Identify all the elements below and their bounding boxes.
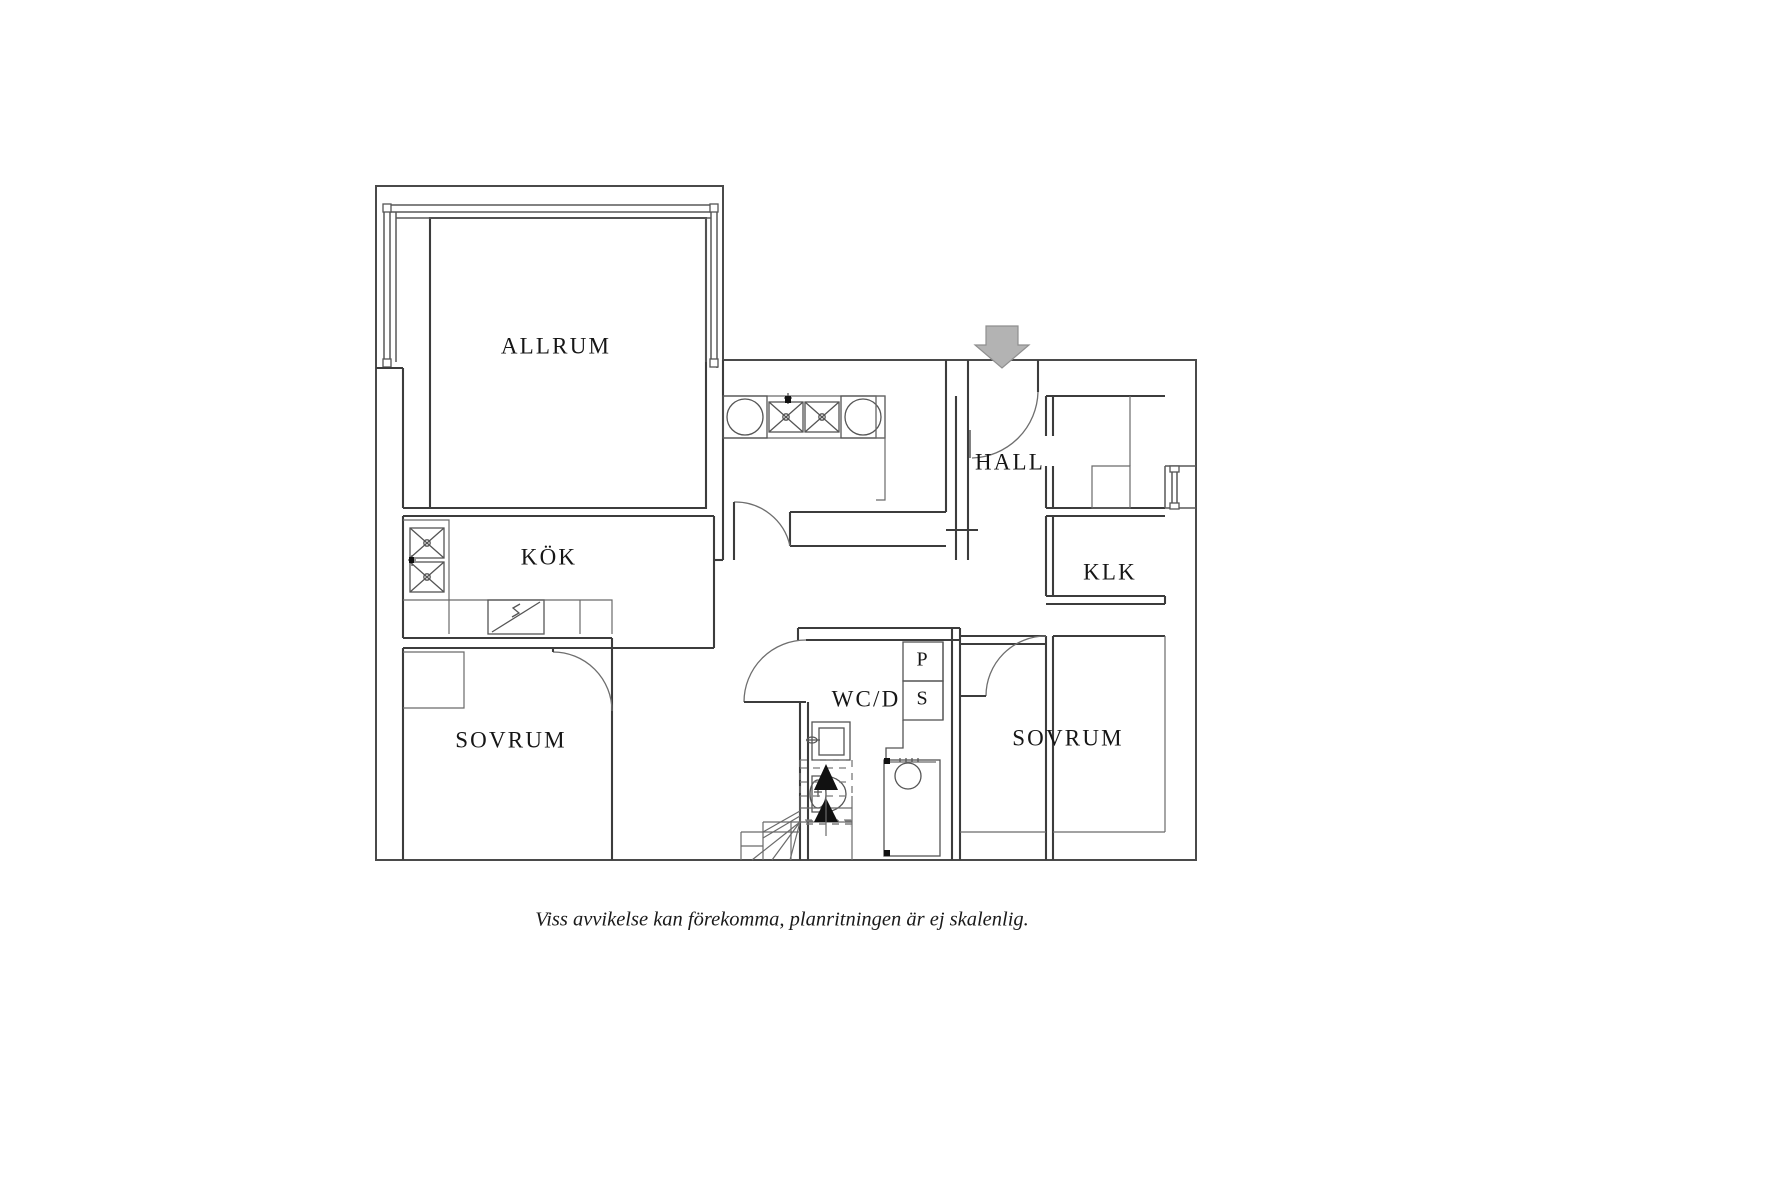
staircase-icon bbox=[740, 759, 853, 861]
label-klk: KLK bbox=[1083, 559, 1137, 584]
laundry-area bbox=[714, 360, 948, 562]
label-kok: KÖK bbox=[521, 544, 577, 569]
room-kok bbox=[401, 514, 716, 650]
entrance-arrow-icon bbox=[973, 325, 1031, 369]
stair-treads-dashed bbox=[801, 823, 852, 825]
room-hall bbox=[946, 325, 1196, 560]
label-hall: HALL bbox=[975, 449, 1045, 474]
double-sink-icon bbox=[408, 527, 445, 593]
washing-machine-icon bbox=[722, 395, 768, 439]
stove-hob-icon bbox=[487, 599, 545, 635]
building-outline bbox=[375, 185, 1197, 861]
room-labels: ALLRUM KÖK HALL KLK SOVRUM SOVRUM WC/D bbox=[455, 333, 1137, 752]
double-sink-icon-laundry bbox=[768, 393, 840, 433]
room-sovrum-right bbox=[960, 634, 1166, 860]
room-klk bbox=[1044, 560, 1167, 606]
label-allrum: ALLRUM bbox=[501, 333, 611, 358]
room-sovrum-left bbox=[401, 646, 614, 860]
window-east bbox=[1164, 465, 1196, 510]
appliance-boxes bbox=[885, 641, 944, 760]
room-allrum bbox=[376, 203, 719, 510]
label-sovrum-left: SOVRUM bbox=[455, 727, 567, 752]
label-appliance-p: P bbox=[916, 649, 927, 671]
stair-geometry bbox=[740, 759, 853, 861]
label-appliance-s: S bbox=[916, 688, 927, 710]
plan-caption: Viss avvikelse kan förekomma, planritnin… bbox=[535, 909, 1029, 931]
shower-icon bbox=[883, 758, 941, 857]
label-wc-d: WC/D bbox=[832, 686, 901, 711]
washing-machine-icon-2 bbox=[840, 395, 886, 439]
room-wc-d bbox=[743, 626, 962, 860]
appliance-labels: P S bbox=[916, 649, 927, 710]
washbasin-icon bbox=[806, 721, 851, 761]
label-sovrum-right: SOVRUM bbox=[1012, 725, 1124, 750]
